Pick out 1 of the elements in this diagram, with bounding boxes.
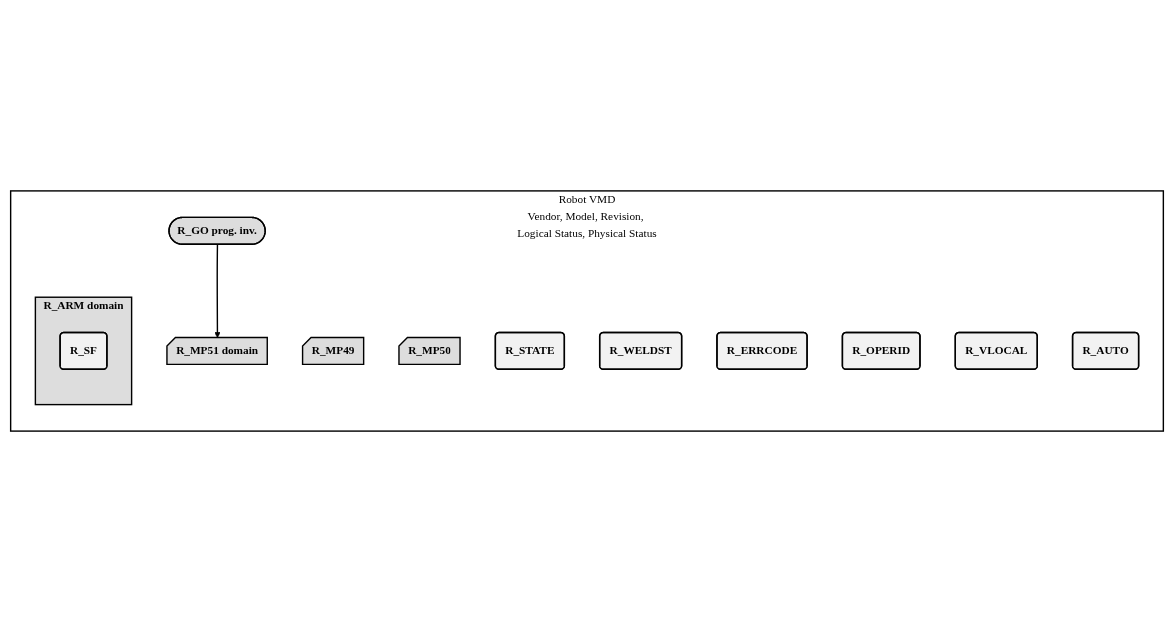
arrow: [214, 243, 221, 339]
